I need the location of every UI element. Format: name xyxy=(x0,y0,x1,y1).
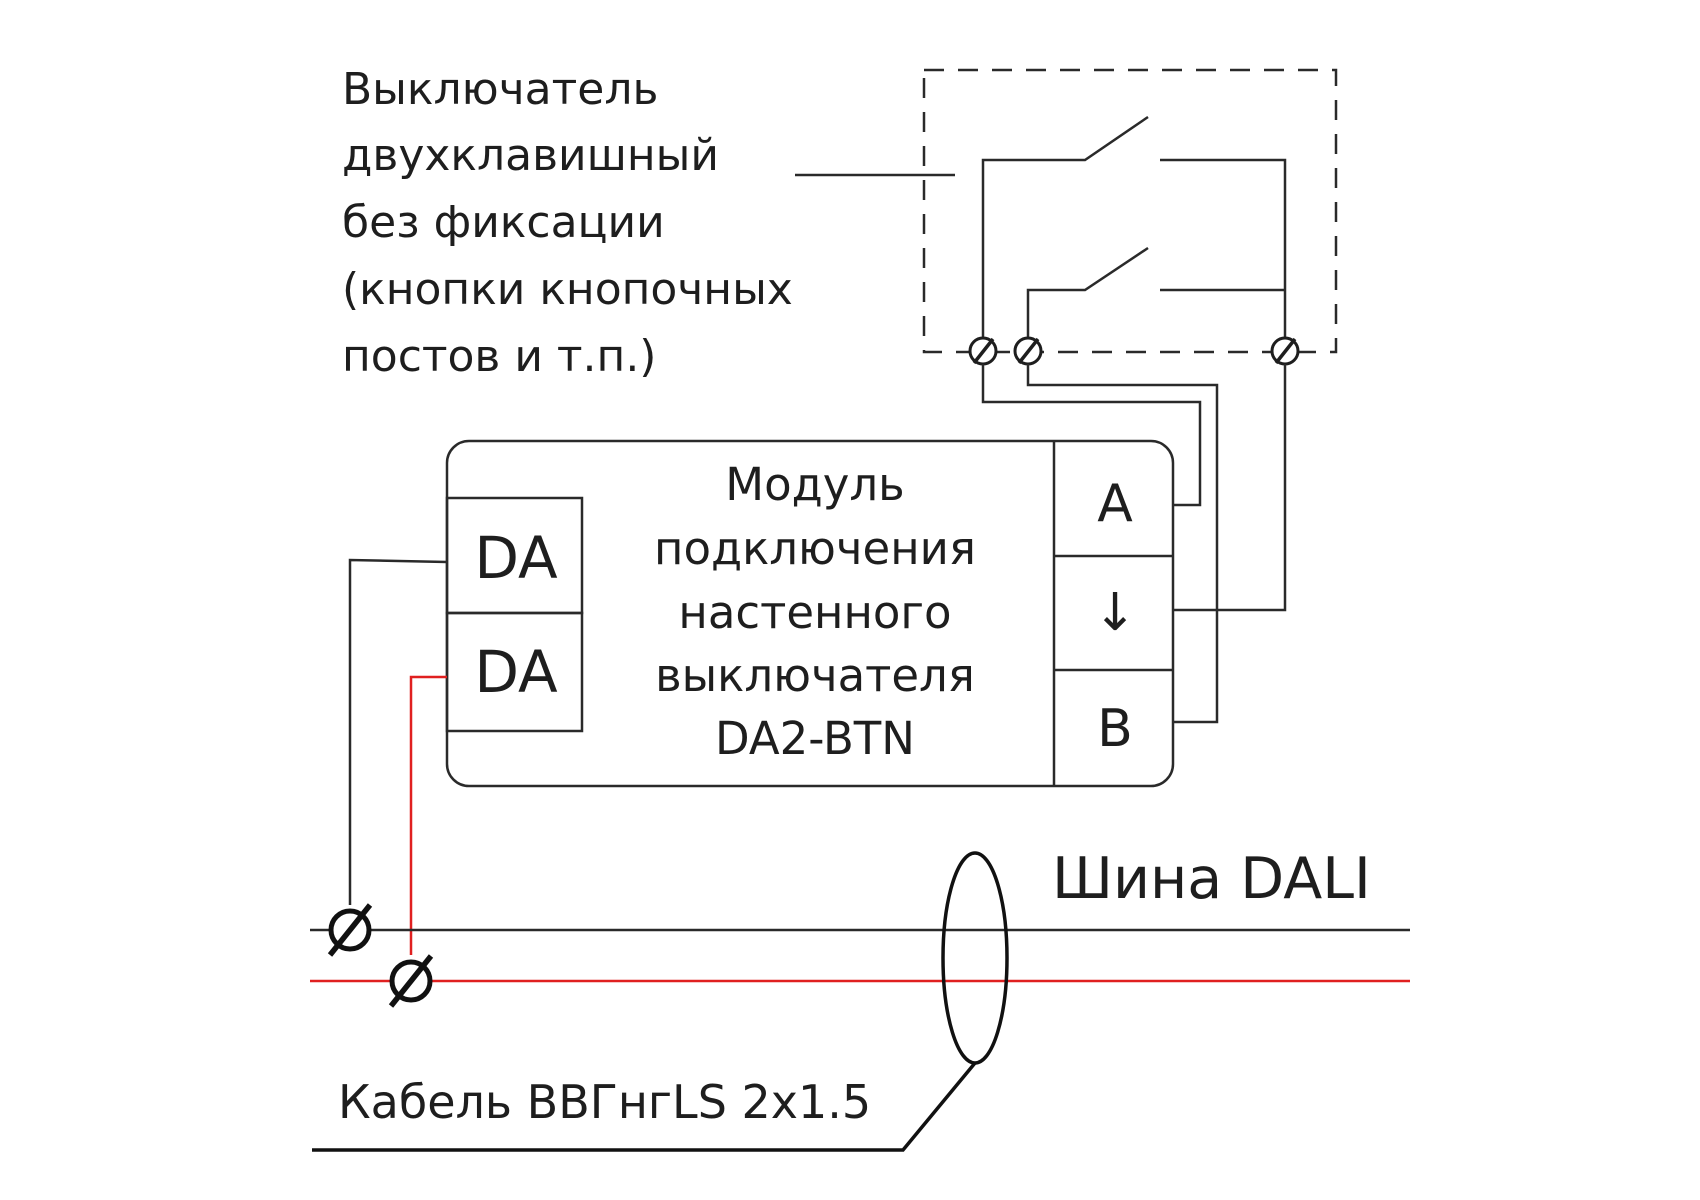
switch-label-line-1: Выключатель xyxy=(342,64,658,115)
left-terminal-label-2: DA xyxy=(474,638,558,706)
cable-label-leader xyxy=(312,1061,977,1152)
module-title-line-5: DA2-BTN xyxy=(715,712,915,765)
switch-contacts xyxy=(981,115,1287,345)
cable-ellipse xyxy=(941,851,1009,1065)
module-title-line-3: настенного xyxy=(678,586,951,639)
right-terminal-label-common: ↓ xyxy=(1093,583,1137,643)
switch-label: Выключатель двухклавишный без фиксации (… xyxy=(342,64,793,382)
cable-label: Кабель ВВГнгLS 2x1.5 xyxy=(338,1075,871,1129)
switch-label-line-2: двухклавишный xyxy=(342,130,719,181)
wire-da2-to-bus xyxy=(409,675,447,955)
module-title-line-4: выключателя xyxy=(655,649,975,702)
lower-key-left-wire xyxy=(1026,246,1149,345)
left-terminal-block-2 xyxy=(445,611,584,733)
module-title: Модуль подключения настенного выключател… xyxy=(654,458,976,765)
switch-terminal-1 xyxy=(968,336,998,366)
upper-key-right-wire xyxy=(1160,158,1287,345)
bus-terminal-black xyxy=(327,903,373,957)
left-terminal-label-1: DA xyxy=(474,524,558,592)
switch-label-line-3: без фиксации xyxy=(342,197,665,248)
switch-enclosure xyxy=(922,68,1338,354)
module-title-line-1: Модуль xyxy=(725,458,904,511)
bus-terminal-red xyxy=(388,954,434,1008)
upper-key-left-wire xyxy=(981,115,1149,345)
switch-terminal-2 xyxy=(1013,336,1043,366)
wire-da1-to-bus xyxy=(348,558,448,905)
right-terminal-label-a: A xyxy=(1097,474,1133,534)
wire-switch-to-terminal-common xyxy=(1173,364,1287,612)
module-title-line-2: подключения xyxy=(654,522,976,575)
bus-label: Шина DALI xyxy=(1052,846,1371,912)
wire-switch-to-terminal-a xyxy=(981,364,1202,507)
switch-label-line-4: (кнопки кнопочных xyxy=(342,264,793,315)
switch-terminal-3 xyxy=(1270,336,1300,366)
right-terminal-label-b: B xyxy=(1097,699,1133,759)
switch-label-line-5: постов и т.п.) xyxy=(342,331,656,382)
wire-switch-to-terminal-b xyxy=(1026,364,1219,724)
